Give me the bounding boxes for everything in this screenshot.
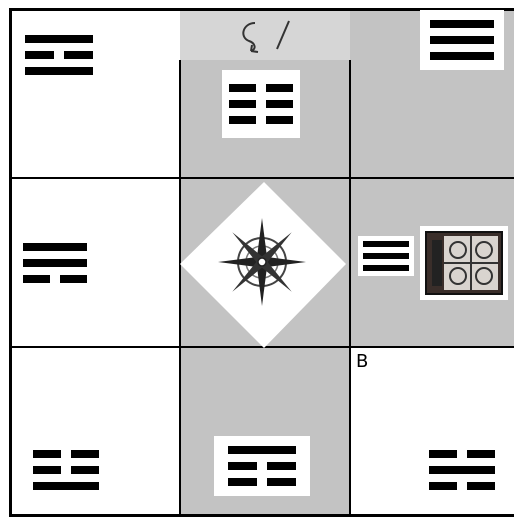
- solid-line: [430, 36, 494, 44]
- solid-line: [363, 253, 409, 259]
- broken-line: [229, 116, 293, 124]
- solid-line: [430, 20, 494, 28]
- solid-line: [23, 259, 87, 267]
- broken-line: [33, 450, 99, 458]
- solid-line: [363, 265, 409, 271]
- header-tab: [180, 10, 350, 60]
- trigram-middle-right: [358, 236, 414, 276]
- solid-line: [430, 52, 494, 60]
- trigram-top-center: [222, 70, 300, 138]
- broken-line: [429, 450, 495, 458]
- broken-line: [229, 84, 293, 92]
- trigram-middle-left: [20, 238, 90, 288]
- broken-line: [228, 462, 296, 470]
- trigram-top-right: [420, 10, 504, 70]
- broken-line: [429, 482, 495, 490]
- trigram-bottom-center: [214, 436, 310, 496]
- solid-line: [23, 243, 87, 251]
- trigram-bottom-right: [424, 446, 500, 494]
- grid-line: [10, 346, 514, 348]
- grid-line: [349, 60, 351, 517]
- corner-label: B: [356, 352, 368, 372]
- solid-line: [228, 446, 296, 454]
- solid-line: [25, 35, 93, 43]
- gas-stove-icon: [424, 230, 504, 296]
- grid-line: [10, 514, 514, 517]
- stove-card: [420, 226, 508, 300]
- solid-line: [25, 67, 93, 75]
- grid-line: [10, 177, 514, 179]
- trigram-top-left: [22, 30, 96, 80]
- broken-line: [25, 51, 93, 59]
- broken-line: [23, 275, 87, 283]
- solid-line: [33, 482, 99, 490]
- broken-line: [229, 100, 293, 108]
- solid-line: [429, 466, 495, 474]
- grid-line: [9, 8, 12, 517]
- grid-line: [179, 60, 181, 517]
- broken-line: [228, 478, 296, 486]
- curved-arrow-icon: [225, 15, 305, 55]
- cell-center: [180, 178, 350, 348]
- broken-line: [33, 466, 99, 474]
- slash-icon: [277, 21, 289, 49]
- solid-line: [363, 241, 409, 247]
- trigram-bottom-left: [28, 446, 104, 494]
